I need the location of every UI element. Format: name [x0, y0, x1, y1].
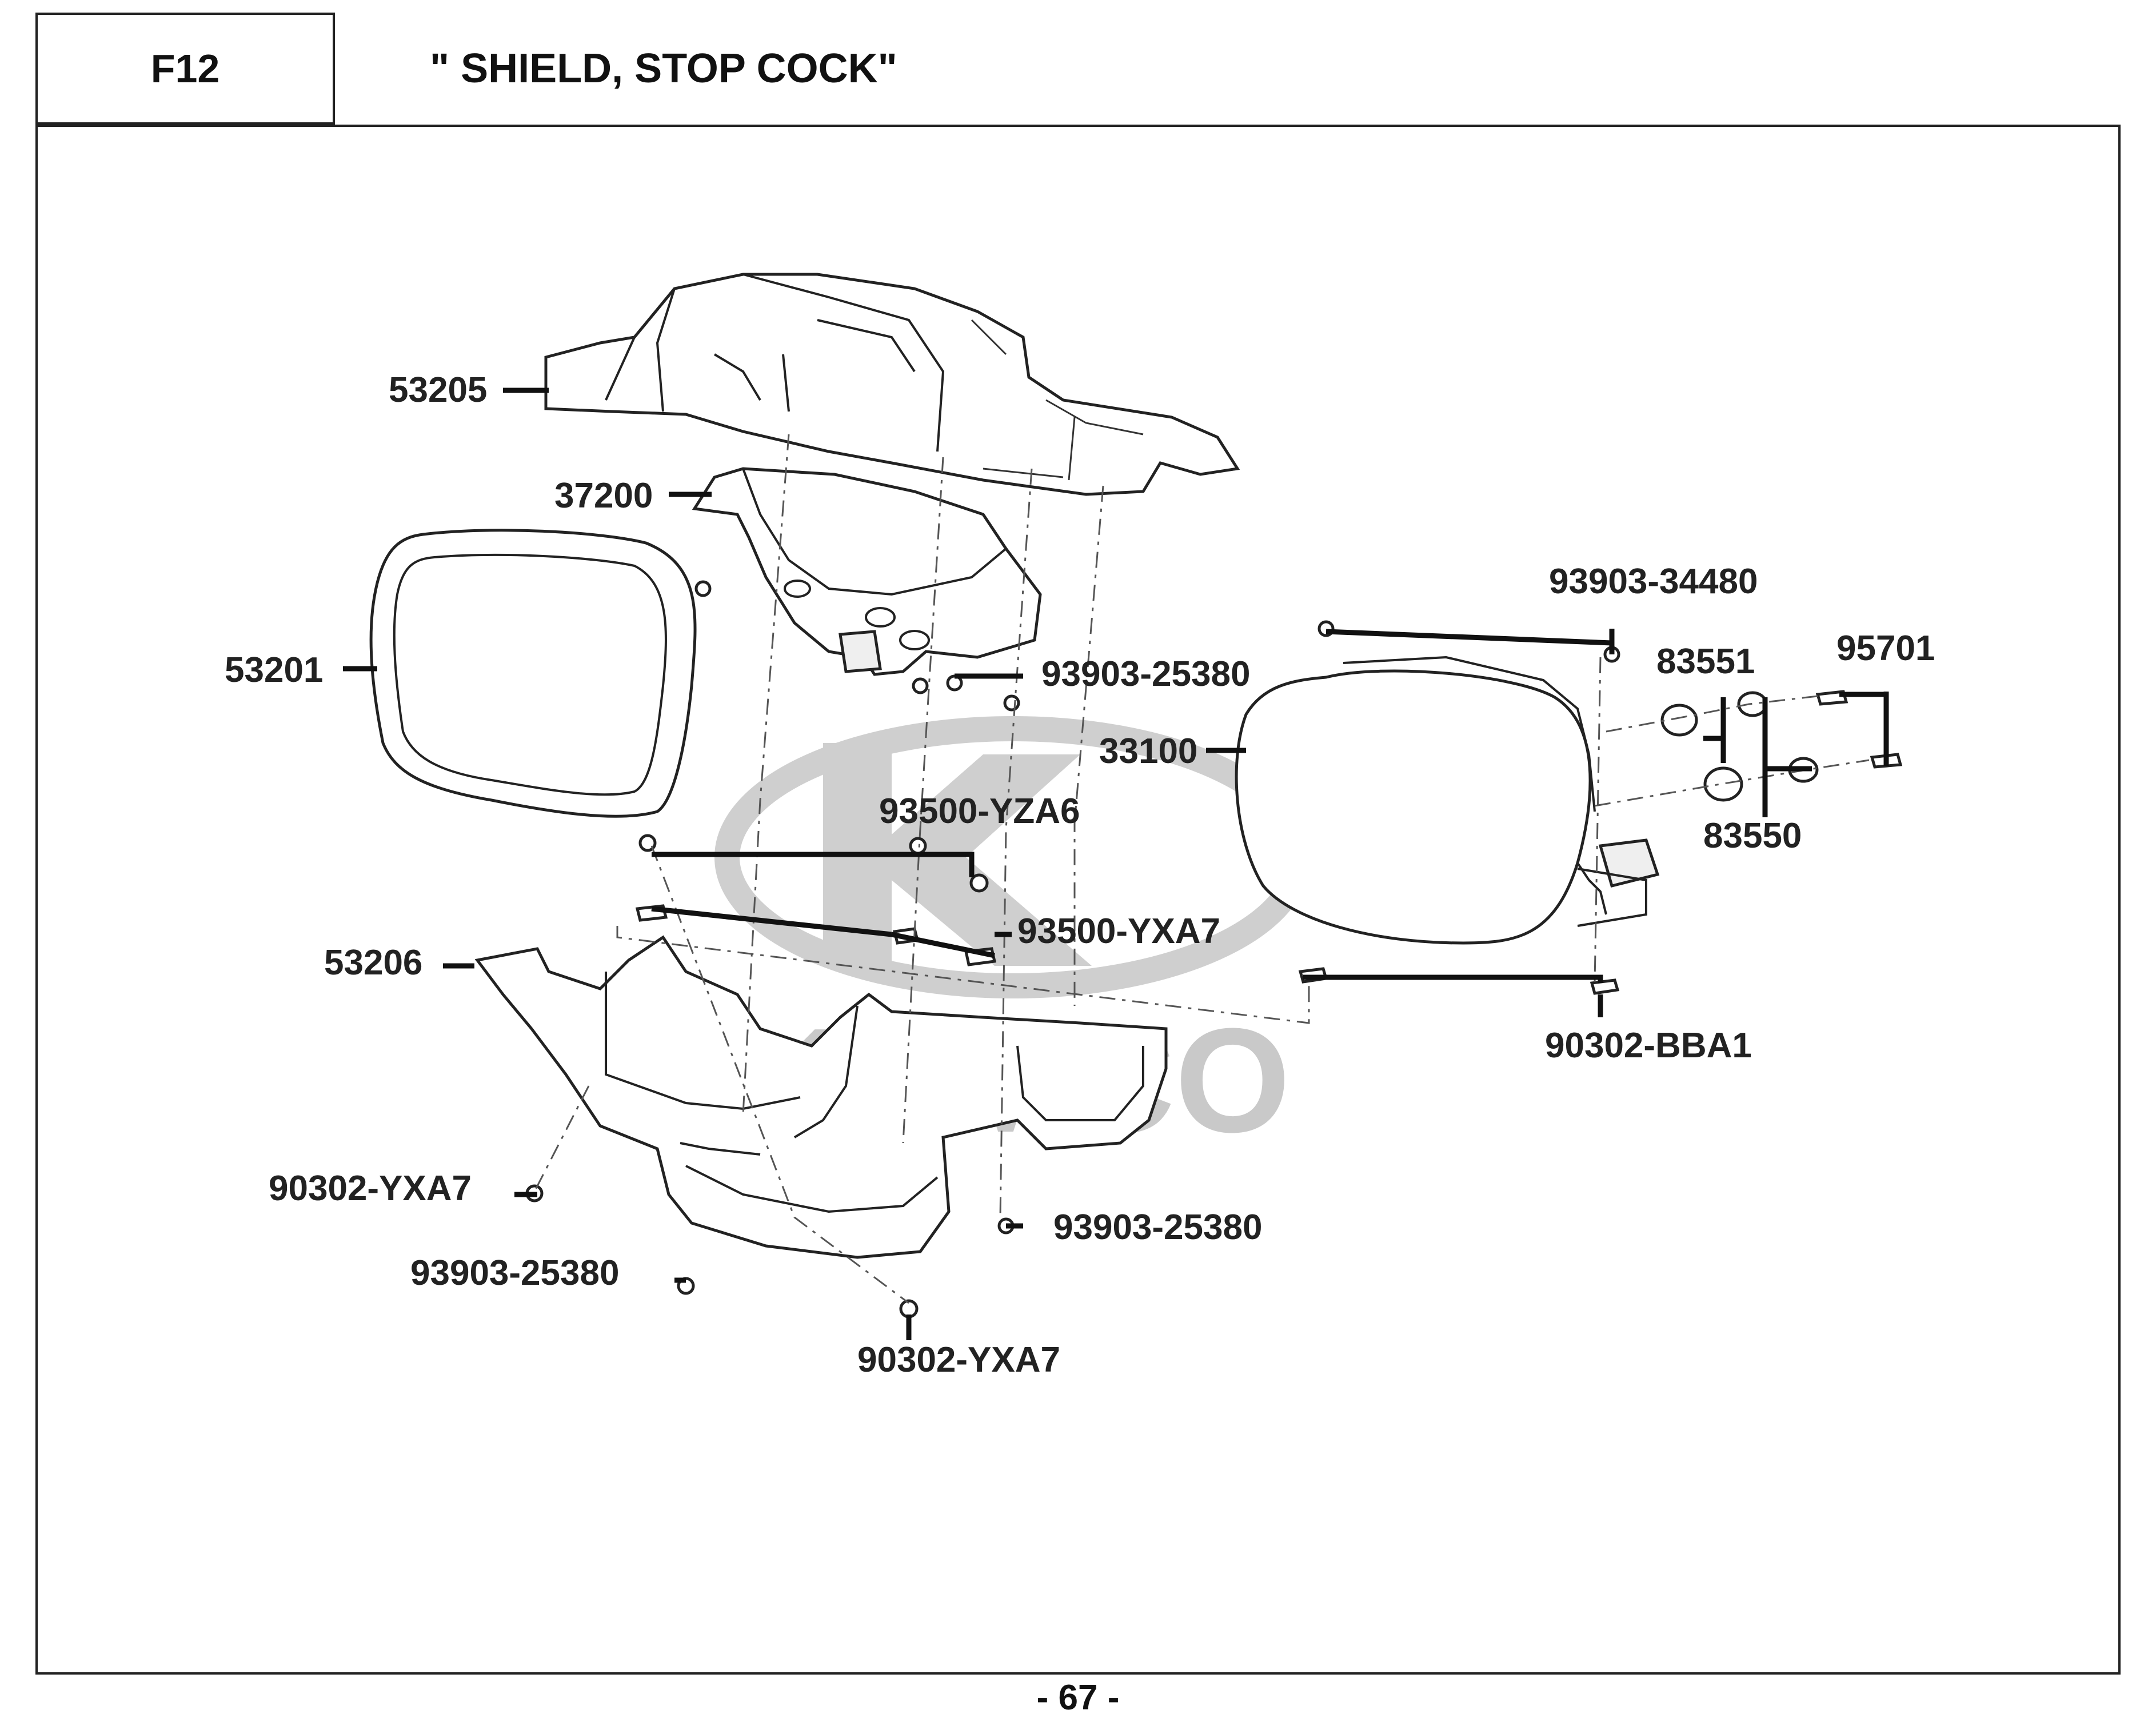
label-37200: 37200 [554, 476, 653, 516]
label-93903-34480: 93903-34480 [1549, 562, 1758, 601]
handlebar-cover-upper [544, 273, 1240, 496]
label-83551: 83551 [1656, 642, 1755, 681]
label-93903-25380-meter: 93903-25380 [1041, 654, 1250, 694]
label-90302-YXA7-left: 90302-YXA7 [269, 1169, 472, 1208]
meter-assembly [692, 467, 1042, 676]
label-93903-25380-left: 93903-25380 [410, 1253, 619, 1293]
leader-lines [343, 387, 1889, 1340]
label-93903-25380-right: 93903-25380 [1053, 1208, 1262, 1247]
label-33100: 33100 [1099, 732, 1197, 771]
label-90302-BBA1: 90302-BBA1 [1545, 1026, 1752, 1065]
label-53201: 53201 [225, 650, 323, 690]
part-labels: 53205 37200 53201 93903-25380 93903-3448… [225, 370, 1935, 1380]
label-90302-YXA7-bottom: 90302-YXA7 [857, 1340, 1060, 1380]
label-53206: 53206 [324, 943, 422, 982]
figure-title: " SHIELD, STOP COCK" [430, 46, 897, 91]
label-53205: 53205 [389, 370, 487, 410]
figure-code: F12 [35, 13, 335, 125]
label-93500-YXA7: 93500-YXA7 [1017, 912, 1220, 951]
handlebar-cover-lower [474, 935, 1168, 1259]
label-95701: 95701 [1836, 629, 1935, 668]
headlight-unit [1235, 656, 1660, 945]
diagram-frame [35, 125, 2121, 1675]
page-number: - 67 - [1036, 1678, 1120, 1717]
label-93500-YZA6: 93500-YZA6 [879, 792, 1080, 831]
lens-frame [369, 529, 697, 818]
label-83550: 83550 [1703, 816, 1802, 856]
